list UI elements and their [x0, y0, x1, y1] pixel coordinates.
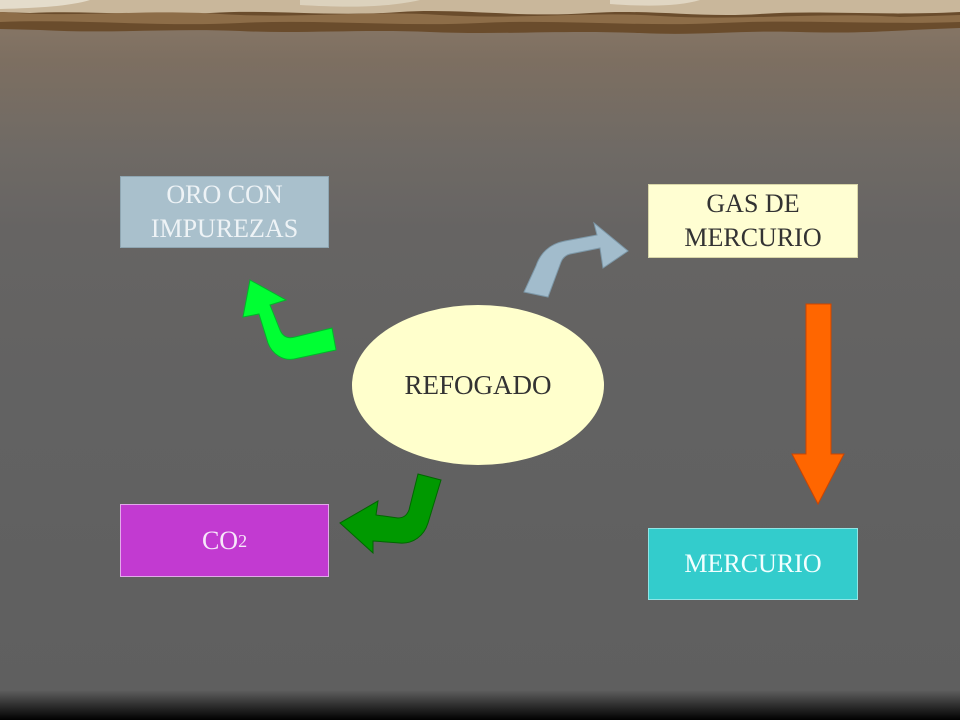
arrow-to-gas — [523, 221, 629, 298]
node-oro-con-impurezas: ORO CON IMPUREZAS — [120, 176, 329, 248]
node-gas-line2: MERCURIO — [684, 223, 822, 252]
node-co2-subscript: 2 — [238, 530, 248, 551]
arrow-gas-to-mercurio — [791, 303, 845, 506]
node-oro-line2: IMPUREZAS — [150, 214, 299, 243]
node-oro-line1: ORO CON — [166, 180, 283, 209]
node-gas-line1: GAS DE — [706, 189, 800, 218]
arrow-to-co2 — [339, 473, 442, 555]
arrow-to-oro — [242, 279, 337, 360]
node-co2-main: CO — [201, 525, 239, 555]
node-gas-de-mercurio: GAS DE MERCURIO — [648, 184, 858, 258]
node-mercurio: MERCURIO — [648, 528, 858, 600]
center-refogado: REFOGADO — [352, 305, 604, 465]
top-decorative-band — [0, 0, 960, 34]
center-refogado-label: REFOGADO — [404, 369, 552, 400]
node-mercurio-label: MERCURIO — [684, 549, 822, 578]
